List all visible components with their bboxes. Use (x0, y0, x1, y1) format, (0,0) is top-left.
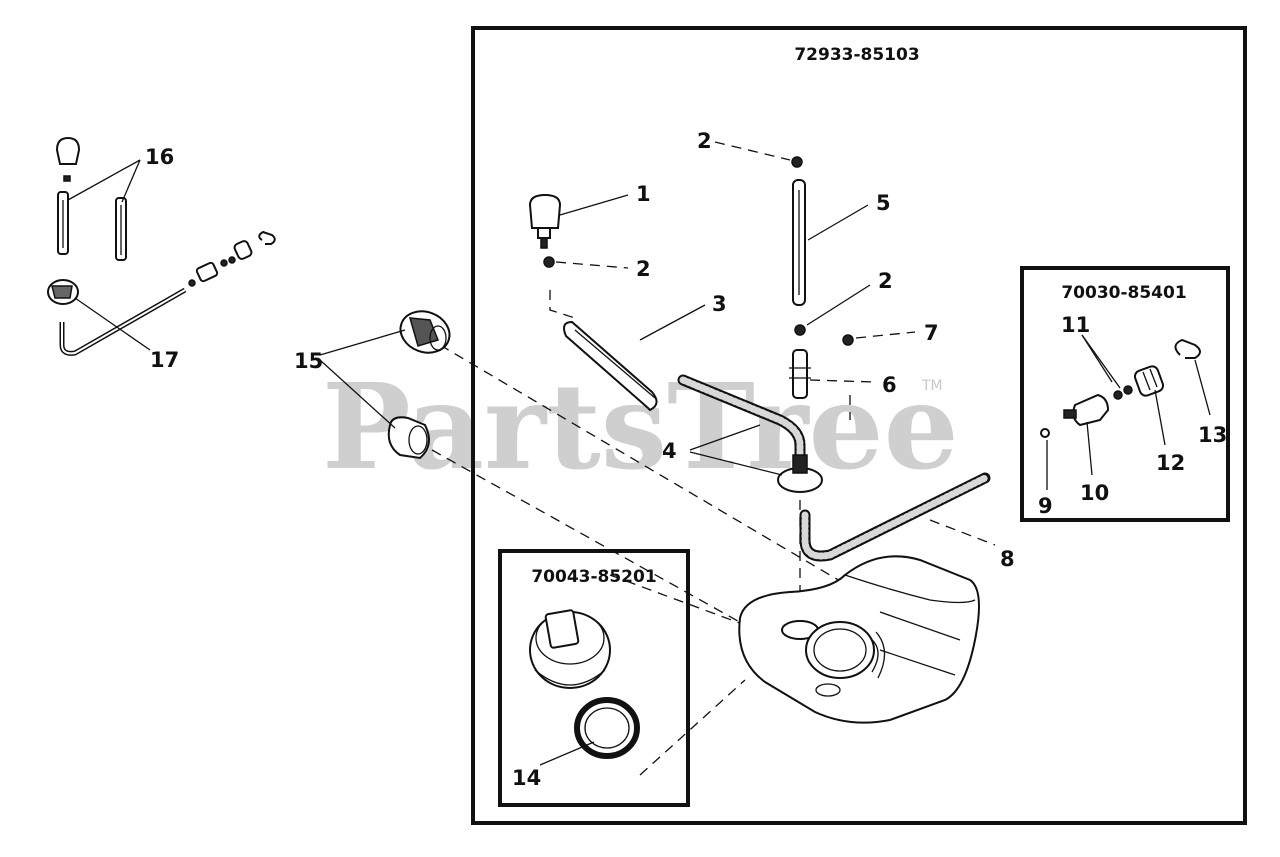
callout-11: 11 (1061, 313, 1090, 337)
vent-tube (792, 179, 806, 306)
callout-3: 3 (712, 292, 727, 316)
callout-2b: 2 (697, 129, 712, 153)
callout-12: 12 (1156, 451, 1185, 475)
alt-primer-bulb (55, 136, 81, 182)
callout-10: 10 (1080, 481, 1109, 505)
cap-kit-number: 70043-85201 (531, 567, 656, 587)
callout-9: 9 (1038, 494, 1053, 518)
callout-16: 16 (145, 145, 174, 169)
filter-ring-2 (1123, 385, 1133, 395)
fuel-fitting (789, 349, 811, 399)
fuel-cap (529, 609, 611, 689)
primer-grommet-small (387, 416, 430, 460)
callout-2c: 2 (878, 269, 893, 293)
watermark: PartsTree (322, 357, 959, 496)
hose-clip (1174, 338, 1201, 359)
cap-gasket (574, 697, 640, 759)
main-kit-box (471, 26, 1247, 825)
callout-13: 13 (1198, 423, 1227, 447)
watermark-trademark: TM (921, 378, 943, 394)
fuel-tank (738, 555, 980, 724)
alt-tube-1 (57, 191, 69, 255)
callout-numbers: 1 2 2 2 3 4 5 6 7 8 9 10 11 12 13 14 15 … (145, 129, 1227, 790)
callout-7: 7 (924, 321, 939, 345)
filter-kit-box (1020, 266, 1230, 522)
fuel-line-tube (563, 320, 658, 412)
filter-kit-number: 70030-85401 (1061, 283, 1186, 303)
cap-kit-box (498, 549, 690, 807)
fuel-hose-assembly (677, 374, 823, 493)
filter-ring-1 (1113, 390, 1123, 400)
callout-15: 15 (294, 349, 323, 373)
grommet-2 (791, 156, 803, 168)
callout-2a: 2 (636, 257, 651, 281)
primer-grommet-large (399, 310, 451, 354)
fuel-filter (1063, 393, 1110, 427)
callout-5: 5 (876, 191, 891, 215)
alt-grommet (47, 279, 79, 305)
return-hose (799, 472, 991, 562)
primer-bulb (528, 193, 562, 249)
grommet-3 (794, 324, 806, 336)
vent-valve (842, 334, 854, 346)
callout-14: 14 (512, 766, 541, 790)
filter-nut (1133, 365, 1165, 397)
leader-lines (67, 141, 1211, 766)
filter-washer (1040, 428, 1050, 438)
alt-fuel-line (59, 287, 187, 356)
alt-filter-parts (188, 230, 276, 287)
callout-8: 8 (1000, 547, 1015, 571)
callout-1: 1 (636, 182, 651, 206)
callout-17: 17 (150, 348, 179, 372)
grommet-1 (543, 256, 555, 268)
alt-tube-2 (115, 197, 127, 261)
callout-4: 4 (662, 439, 677, 463)
callout-6: 6 (882, 373, 897, 397)
main-kit-number: 72933-85103 (794, 45, 919, 65)
